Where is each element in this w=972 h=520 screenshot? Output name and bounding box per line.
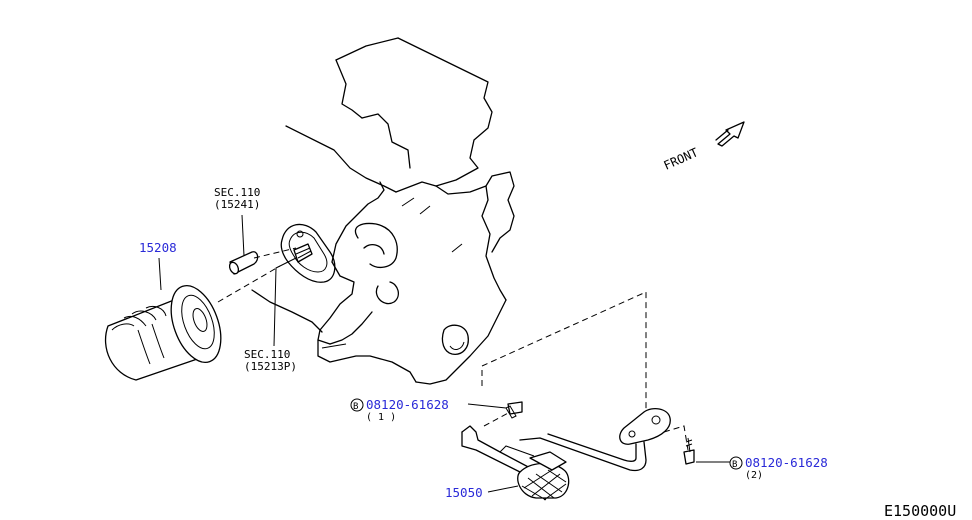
part-number-bolt-2[interactable]: 08120-61628 [745,455,828,470]
bolt-symbol-2: B [732,460,737,470]
bolt-symbol-icon [350,398,364,412]
sec110-bottom-ref-label: (15213P) [244,360,297,373]
front-arrow-icon [715,121,745,147]
diagram-code: E150000U [884,502,956,520]
front-label: FRONT [662,145,701,172]
sec110-top-ref-label: (15241) [214,198,260,211]
part-number-oil-filter[interactable]: 15208 [139,240,177,255]
oil-filter [104,265,281,381]
sec110-top-label: SEC.110 [214,186,260,199]
filter-bracket [280,223,336,283]
part-number-strainer[interactable]: 15050 [445,485,483,500]
connector-pipe [228,214,297,275]
bolt-1 [467,401,523,419]
bolt-2-quantity: (2) [745,470,763,481]
part-number-bolt-1[interactable]: 08120-61628 [366,397,449,412]
bolt-2 [683,437,730,465]
bolt-1-quantity: ( 1 ) [366,412,396,423]
sec110-bottom-label: SEC.110 [244,348,290,361]
oil-strainer [461,407,671,501]
assembly-guide [481,291,689,451]
bolt-symbol-1: B [353,402,358,412]
engine-block [251,37,515,385]
bolt-symbol-icon [729,456,743,470]
